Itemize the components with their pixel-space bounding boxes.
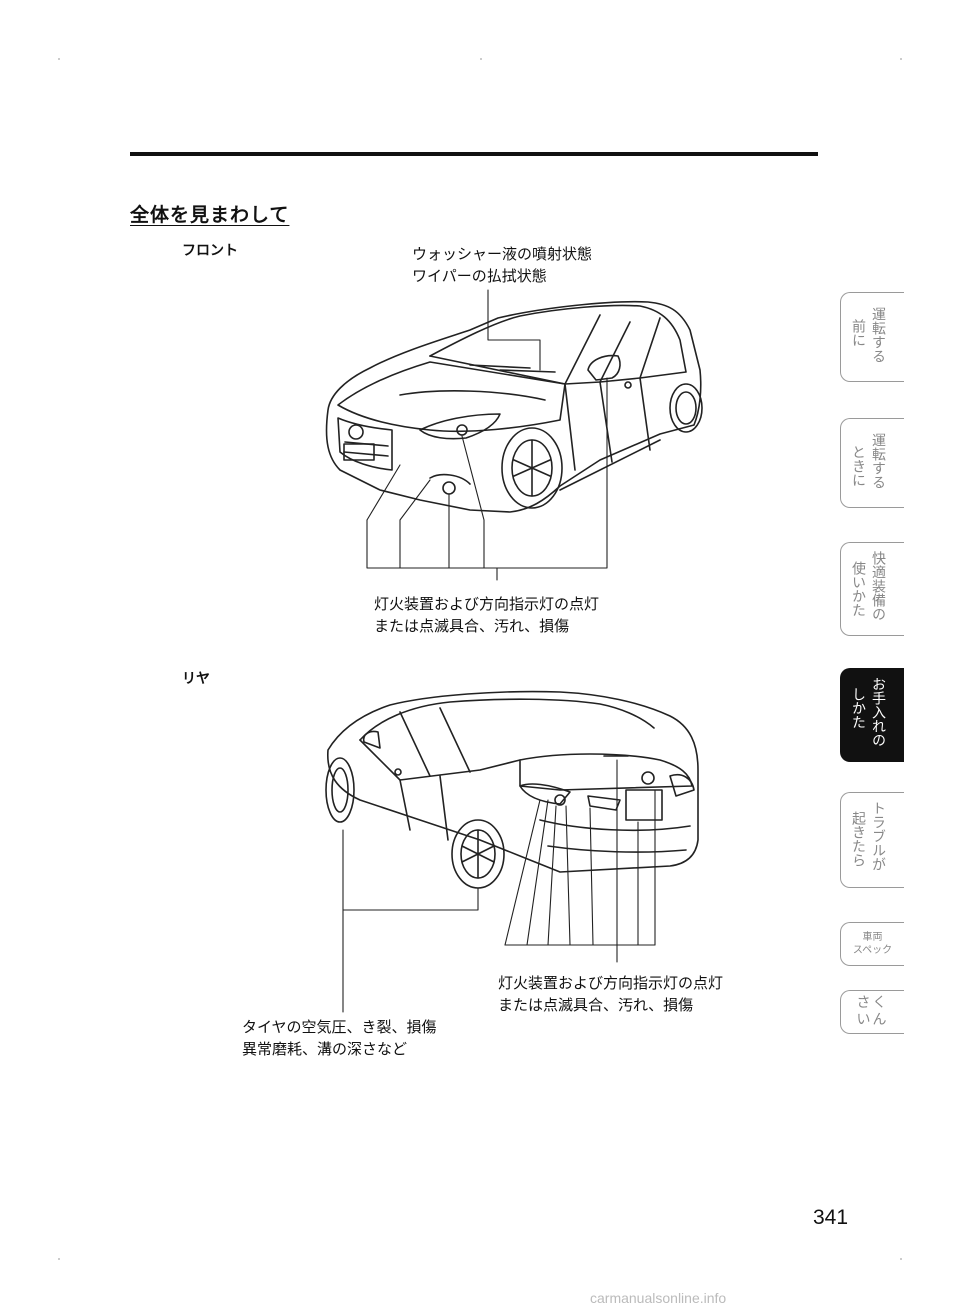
front-callout-lights: 灯火装置および方向指示灯の点灯 または点滅具合、汚れ、損傷 bbox=[374, 593, 599, 637]
tab-troubleshooting[interactable]: トラブルが 起きたら bbox=[840, 792, 904, 888]
header-rule bbox=[130, 152, 818, 156]
crop-mark bbox=[58, 58, 60, 60]
rear-callout-tires: タイヤの空気圧、き裂、損傷 異常磨耗、溝の深さなど bbox=[242, 1016, 437, 1060]
rear-callout-lights: 灯火装置および方向指示灯の点灯 または点滅具合、汚れ、損傷 bbox=[498, 972, 723, 1016]
callout-line: 灯火装置および方向指示灯の点灯 bbox=[374, 595, 600, 613]
tab-label: さく bbox=[856, 995, 889, 1011]
tab-label: スペック bbox=[852, 945, 893, 956]
watermark: carmanualsonline.info bbox=[590, 1290, 727, 1306]
tab-while-driving[interactable]: 運転する ときに bbox=[840, 418, 904, 508]
callout-line: ウォッシャー液の噴射状態 bbox=[412, 245, 593, 263]
crop-mark bbox=[900, 1258, 902, 1260]
callout-line: ワイパーの払拭状態 bbox=[412, 267, 547, 285]
callout-line: タイヤの空気圧、き裂、損傷 bbox=[242, 1018, 437, 1036]
callout-line: または点滅具合、汚れ、損傷 bbox=[374, 617, 570, 635]
crop-mark bbox=[900, 58, 902, 60]
callout-line: 灯火装置および方向指示灯の点灯 bbox=[498, 974, 724, 992]
callout-line: または点滅具合、汚れ、損傷 bbox=[498, 996, 694, 1014]
rear-leader-lines bbox=[342, 759, 656, 1013]
front-callout-washer: ウォッシャー液の噴射状態 ワイパーの払拭状態 bbox=[412, 243, 592, 287]
rear-car-illustration bbox=[325, 690, 699, 889]
front-car-illustration bbox=[325, 300, 703, 513]
tab-label: 車両 bbox=[862, 932, 883, 943]
tab-comfort-equipment[interactable]: 快適装備の 使いかた bbox=[840, 542, 904, 636]
tab-label: 快適装備の bbox=[870, 551, 886, 621]
tab-maintenance[interactable]: お手入れの しかた bbox=[840, 668, 904, 762]
tab-label: しかた bbox=[850, 687, 866, 729]
tab-label: トラブルが bbox=[870, 801, 886, 871]
section-title: 全体を見まわして bbox=[130, 204, 290, 226]
tab-label: ときに bbox=[850, 445, 866, 487]
crop-mark bbox=[58, 1258, 60, 1260]
tab-label: 運転する bbox=[870, 307, 886, 363]
tab-vehicle-specs[interactable]: 車両 スペック bbox=[840, 922, 904, 966]
tab-label: いん bbox=[856, 1012, 889, 1028]
tab-label: 前に bbox=[850, 319, 866, 347]
tab-label: お手入れの bbox=[870, 677, 886, 747]
callout-line: 異常磨耗、溝の深さなど bbox=[242, 1040, 408, 1058]
tab-before-driving[interactable]: 運転する 前に bbox=[840, 292, 904, 382]
tab-label: 運転する bbox=[870, 433, 886, 489]
tab-label: 使いかた bbox=[850, 561, 866, 617]
page-number: 341 bbox=[813, 1206, 849, 1229]
tab-label: 起きたら bbox=[850, 811, 866, 867]
rear-label: リヤ bbox=[182, 671, 210, 687]
front-leader-lines bbox=[366, 289, 608, 581]
crop-mark bbox=[480, 58, 482, 60]
front-label: フロント bbox=[182, 243, 238, 259]
tab-index[interactable]: さく いん bbox=[840, 990, 904, 1034]
